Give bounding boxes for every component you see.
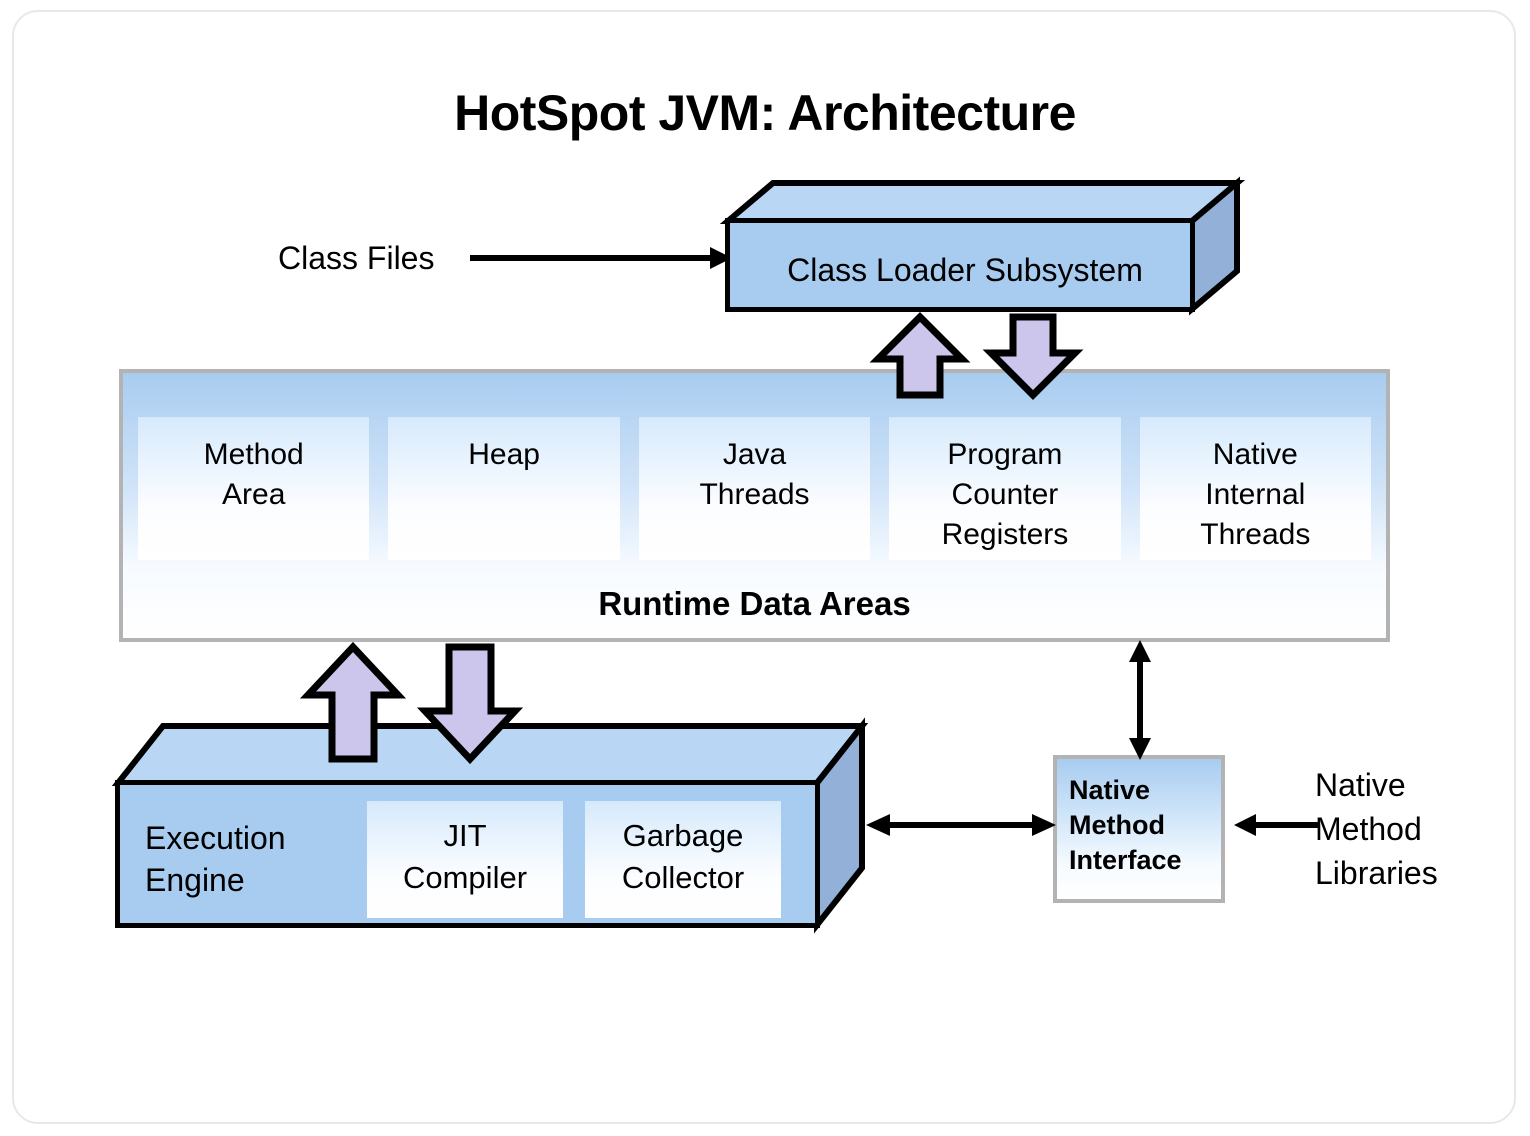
block-arrow-down-from-class-loader [982, 313, 1084, 400]
arrow-runtime-to-native-method-interface [1129, 640, 1151, 760]
rda-cell-native-internal-threads[interactable]: Native Internal Threads [1139, 417, 1372, 560]
runtime-data-areas-cells: Method Area Heap Java Threads Program Co… [138, 417, 1372, 560]
class-loader-front-face: Class Loader Subsystem [725, 218, 1195, 312]
rda-cell-method-area[interactable]: Method Area [138, 417, 370, 560]
native-method-interface-box[interactable]: Native Method Interface [1053, 755, 1225, 903]
block-arrow-up-to-runtime-data-areas [299, 641, 407, 763]
page-title: HotSpot JVM: Architecture [454, 85, 1076, 141]
ee-cell-jit-compiler[interactable]: JIT Compiler [367, 800, 563, 918]
runtime-data-areas-title: Runtime Data Areas [598, 585, 911, 622]
runtime-data-areas-container[interactable]: Method Area Heap Java Threads Program Co… [119, 369, 1390, 642]
native-method-libraries-label: Native Method Libraries [1315, 767, 1438, 891]
block-arrow-down-to-execution-engine [416, 643, 524, 765]
execution-engine-box[interactable]: Execution Engine JIT Compiler Garbage Co… [111, 717, 869, 934]
class-loader-label: Class Loader Subsystem [787, 251, 1143, 288]
rda-cell-java-threads[interactable]: Java Threads [638, 417, 871, 560]
rda-cell-program-counter-registers[interactable]: Program Counter Registers [889, 417, 1121, 560]
class-files-arrow [470, 247, 732, 269]
ee-cell-garbage-collector[interactable]: Garbage Collector [585, 800, 781, 918]
execution-engine-label: Execution Engine [145, 820, 286, 898]
class-files-label: Class Files [278, 240, 435, 276]
execution-engine-content: Execution Engine JIT Compiler Garbage Co… [120, 785, 825, 933]
execution-engine-front-face: Execution Engine JIT Compiler Garbage Co… [115, 780, 820, 928]
arrow-execution-engine-to-native-method-interface [866, 814, 1056, 836]
block-arrow-up-to-class-loader [869, 312, 971, 399]
class-loader-subsystem-box[interactable]: Class Loader Subsystem [719, 176, 1246, 316]
rda-cell-heap[interactable]: Heap [388, 417, 620, 560]
arrow-native-method-libraries-to-interface [1234, 814, 1318, 836]
class-loader-3d-faces [719, 176, 1246, 316]
